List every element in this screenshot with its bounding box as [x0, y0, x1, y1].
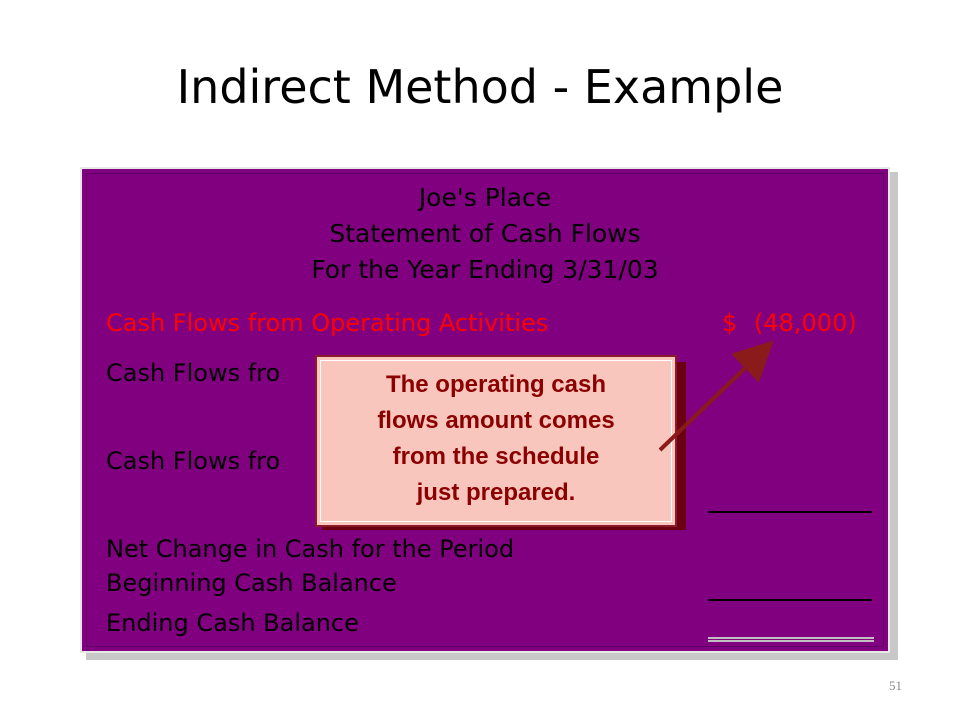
operating-amount: (48,000) — [754, 309, 857, 337]
statement-panel-inner-border — [86, 173, 884, 647]
operating-activities-label: Cash Flows from Operating Activities — [106, 309, 549, 337]
callout-line: flows amount comes — [377, 407, 615, 434]
ending-balance-label: Ending Cash Balance — [106, 609, 359, 637]
subtotal-rule — [708, 511, 872, 513]
net-change-label: Net Change in Cash for the Period — [106, 535, 515, 563]
callout-line: The operating cash — [385, 371, 607, 398]
statement-title: Statement of Cash Flows — [329, 219, 641, 248]
callout-line: just prepared. — [416, 479, 576, 506]
financing-activities-label: Cash Flows fro — [106, 447, 281, 475]
beginning-balance-rule — [708, 599, 872, 601]
callout-line: from the schedule — [392, 443, 600, 470]
investing-activities-label: Cash Flows fro — [106, 359, 281, 387]
operating-currency-symbol: $ — [722, 309, 738, 337]
company-name: Joe's Place — [418, 183, 552, 212]
ending-balance-double-rule — [708, 637, 874, 642]
page-number: 51 — [889, 678, 902, 693]
callout-text: The operating cash flows amount comes fr… — [317, 367, 675, 511]
slide-title: Indirect Method - Example — [176, 60, 784, 114]
statement-period: For the Year Ending 3/31/03 — [311, 255, 659, 284]
callout-box: The operating cash flows amount comes fr… — [315, 355, 677, 527]
beginning-balance-label: Beginning Cash Balance — [106, 569, 397, 597]
